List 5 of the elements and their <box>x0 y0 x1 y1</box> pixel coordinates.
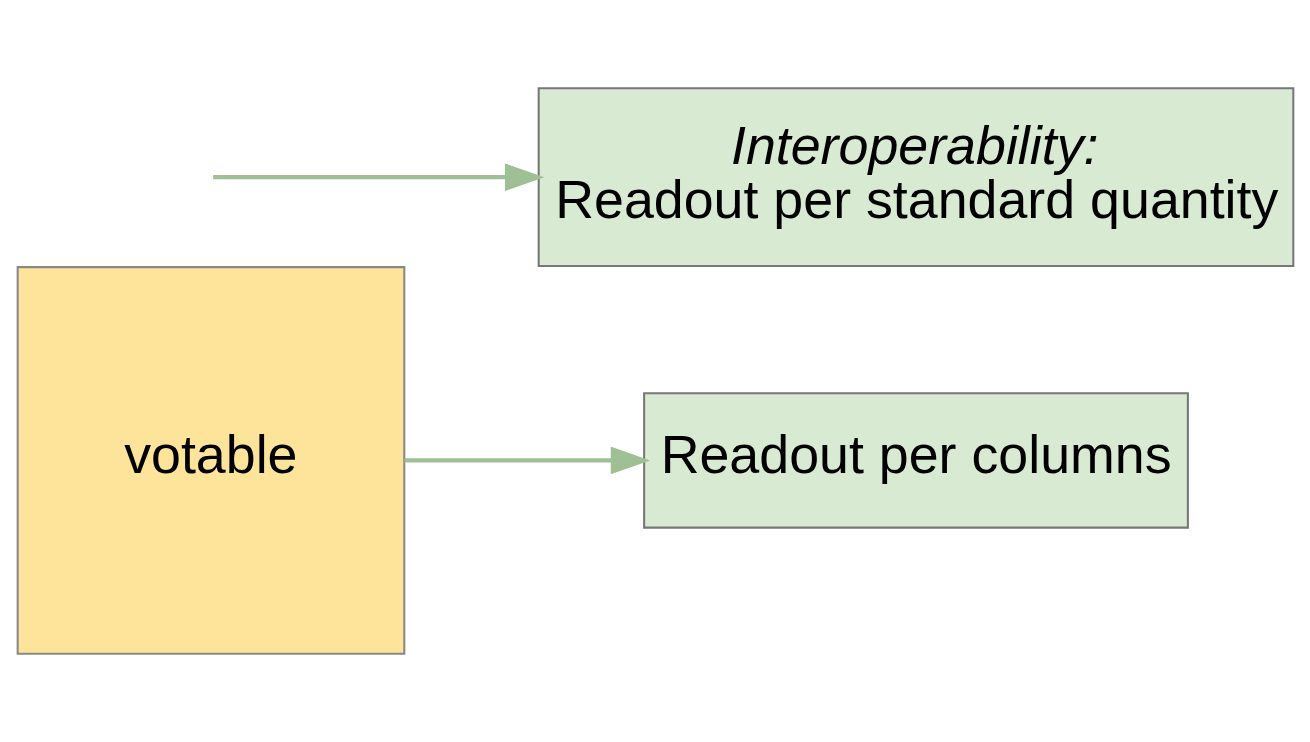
arrow <box>404 446 650 475</box>
node-box: Readout per columns <box>642 392 1189 529</box>
arrow <box>212 163 544 191</box>
node-box: votable <box>16 266 405 655</box>
node-box: Interoperability: Readout per standard quantity <box>537 87 1294 268</box>
